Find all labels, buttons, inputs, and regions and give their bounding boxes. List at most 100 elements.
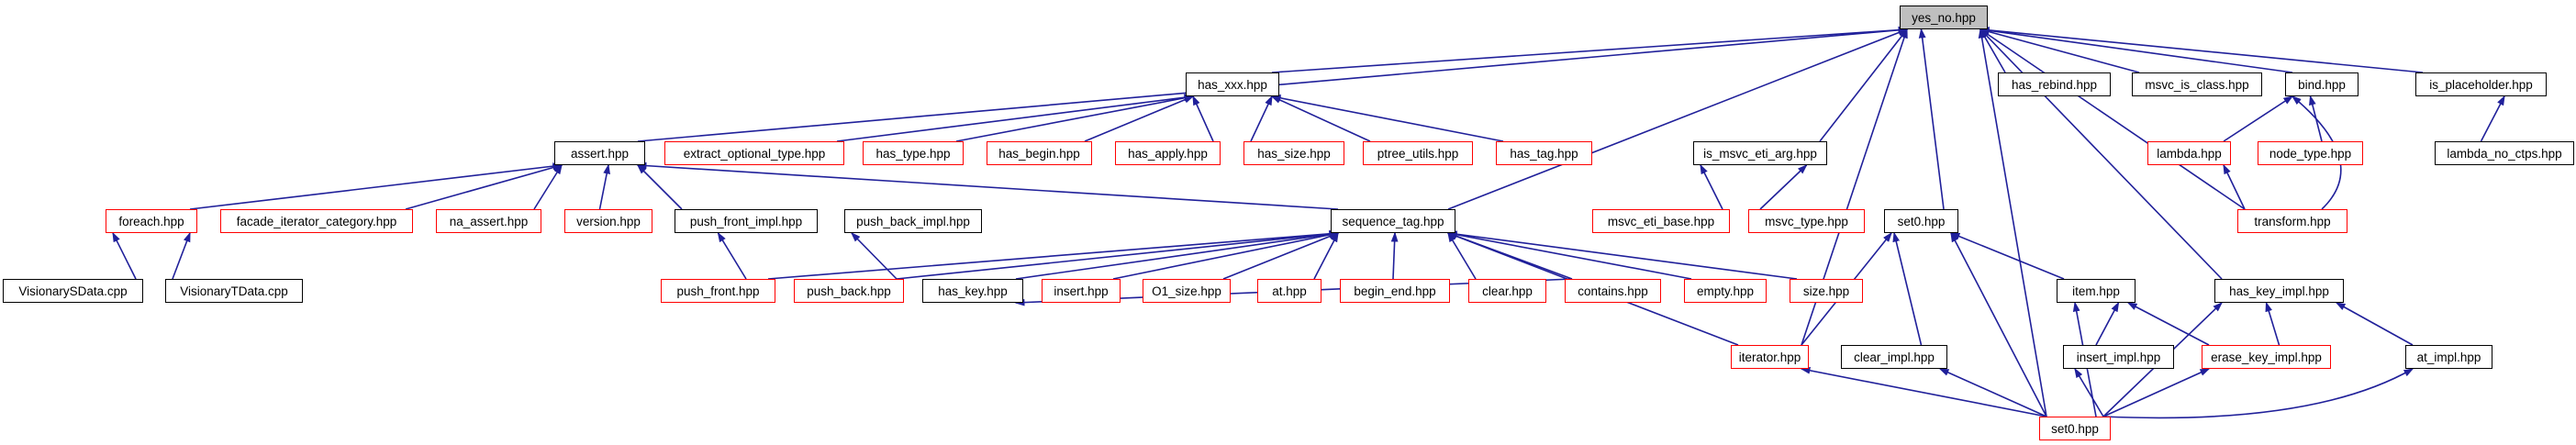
edge-push_back-to-sequence_tag <box>896 230 1340 280</box>
edge-foreach-to-assert <box>189 162 563 210</box>
edge-set0_bottom-to-at_impl <box>2102 368 2414 419</box>
edge-set0_bottom-to-iterator <box>1800 366 2047 417</box>
graph-node-lambda[interactable]: lambda.hpp <box>2147 141 2231 165</box>
edge-size-to-sequence_tag <box>1446 230 1798 280</box>
edge-clear-to-sequence_tag <box>1447 231 1477 280</box>
edge-has_key-to-sequence_tag <box>1015 230 1340 280</box>
graph-node-iterator[interactable]: iterator.hpp <box>1731 345 1809 369</box>
edge-msvc_is_class-to-yes_no <box>1979 28 2140 73</box>
graph-node-foreach[interactable]: foreach.hpp <box>106 209 197 233</box>
graph-node-bind[interactable]: bind.hpp <box>2285 72 2359 96</box>
graph-node-erase_key_impl[interactable]: erase_key_impl.hpp <box>2202 345 2331 369</box>
edge-set0_bottom-to-clear_impl <box>1938 368 2047 417</box>
graph-node-msvc_type[interactable]: msvc_type.hpp <box>1748 209 1865 233</box>
graph-node-facade_iterator_category[interactable]: facade_iterator_category.hpp <box>220 209 413 233</box>
graph-node-has_key[interactable]: has_key.hpp <box>922 279 1023 303</box>
edge-sequence_tag-to-yes_no <box>1447 28 1909 210</box>
graph-node-O1_size[interactable]: O1_size.hpp <box>1143 279 1231 303</box>
graph-node-sequence_tag[interactable]: sequence_tag.hpp <box>1331 209 1455 233</box>
graph-node-contains[interactable]: contains.hpp <box>1565 279 1661 303</box>
edge-erase_key_impl-to-has_key_impl <box>2265 301 2280 346</box>
edge-transform-to-yes_no <box>1979 28 2246 210</box>
edge-has_tag-to-has_xxx <box>1270 94 1504 142</box>
graph-node-assert[interactable]: assert.hpp <box>554 141 645 165</box>
edge-has_key_impl-to-yes_no <box>1979 28 2223 280</box>
graph-node-at[interactable]: at.hpp <box>1257 279 1321 303</box>
edge-is_placeholder-to-yes_no <box>1979 27 2424 73</box>
graph-node-at_impl[interactable]: at_impl.hpp <box>2405 345 2492 369</box>
graph-node-insert_impl[interactable]: insert_impl.hpp <box>2063 345 2174 369</box>
graph-node-clear[interactable]: clear.hpp <box>1468 279 1546 303</box>
graph-node-push_front_impl[interactable]: push_front_impl.hpp <box>675 209 818 233</box>
graph-node-begin_end[interactable]: begin_end.hpp <box>1340 279 1450 303</box>
graph-node-clear_impl[interactable]: clear_impl.hpp <box>1841 345 1947 369</box>
graph-node-has_tag[interactable]: has_tag.hpp <box>1496 141 1592 165</box>
edge-empty-to-sequence_tag <box>1446 230 1692 280</box>
edge-facade_iterator_category-to-assert <box>405 163 563 210</box>
edge-msvc_eti_base-to-is_msvc_eti_arg <box>1700 163 1723 210</box>
edge-push_front-to-sequence_tag <box>767 229 1340 280</box>
edge-has_begin-to-has_xxx <box>1084 95 1195 142</box>
graph-node-push_back_impl[interactable]: push_back_impl.hpp <box>844 209 982 233</box>
edge-item-to-set0_mid <box>1949 232 2065 280</box>
graph-node-extract_optional_type[interactable]: extract_optional_type.hpp <box>664 141 844 165</box>
graph-node-set0_bottom[interactable]: set0.hpp <box>2039 417 2111 440</box>
graph-node-version[interactable]: version.hpp <box>564 209 652 233</box>
graph-node-has_type[interactable]: has_type.hpp <box>863 141 964 165</box>
edge-at-to-sequence_tag <box>1313 231 1339 280</box>
edge-push_back-to-push_back_impl <box>850 231 898 280</box>
edge-set0_bottom-to-insert_impl <box>2074 367 2104 417</box>
edge-has_xxx-to-yes_no <box>1271 26 1909 73</box>
edge-sequence_tag-to-assert <box>636 161 1339 210</box>
edge-has_size-to-has_xxx <box>1250 95 1273 142</box>
graph-node-has_key_impl[interactable]: has_key_impl.hpp <box>2214 279 2344 303</box>
graph-node-insert[interactable]: insert.hpp <box>1042 279 1121 303</box>
edge-lambda_no_ctps-to-is_placeholder <box>2480 95 2505 142</box>
edge-transform-to-lambda <box>2223 163 2246 210</box>
graph-node-ptree_utils[interactable]: ptree_utils.hpp <box>1363 141 1473 165</box>
graph-node-transform[interactable]: transform.hpp <box>2237 209 2347 233</box>
edge-lambda-to-bind <box>2223 95 2294 142</box>
graph-node-node_type[interactable]: node_type.hpp <box>2258 141 2363 165</box>
graph-node-VisionarySData[interactable]: VisionarySData.cpp <box>3 279 143 303</box>
edge-insert-to-sequence_tag <box>1112 231 1340 280</box>
edge-insert_impl-to-item <box>2095 301 2120 346</box>
graph-node-is_placeholder[interactable]: is_placeholder.hpp <box>2415 72 2547 96</box>
graph-node-set0_mid[interactable]: set0.hpp <box>1884 209 1958 233</box>
graph-node-push_front[interactable]: push_front.hpp <box>661 279 775 303</box>
edge-na_assert-to-assert <box>533 163 563 210</box>
edge-extract_optional_type-to-has_xxx <box>836 94 1195 142</box>
graph-node-has_apply[interactable]: has_apply.hpp <box>1115 141 1221 165</box>
edge-VisionarySData-to-foreach <box>112 231 137 280</box>
edge-at_impl-to-has_key_impl <box>2335 302 2414 346</box>
graph-node-is_msvc_eti_arg[interactable]: is_msvc_eti_arg.hpp <box>1693 141 1827 165</box>
edge-clear_impl-to-set0_mid <box>1892 231 1923 346</box>
graph-node-has_begin[interactable]: has_begin.hpp <box>987 141 1092 165</box>
edge-set0_bottom-to-erase_key_impl <box>2102 368 2211 417</box>
graph-node-na_assert[interactable]: na_assert.hpp <box>436 209 541 233</box>
graph-node-size[interactable]: size.hpp <box>1790 279 1863 303</box>
graph-node-item[interactable]: item.hpp <box>2057 279 2136 303</box>
graph-node-msvc_eti_base[interactable]: msvc_eti_base.hpp <box>1592 209 1730 233</box>
edge-begin_end-to-sequence_tag <box>1390 231 1399 280</box>
graph-node-lambda_no_ctps[interactable]: lambda_no_ctps.hpp <box>2435 141 2574 165</box>
edge-erase_key_impl-to-item <box>2126 302 2210 346</box>
graph-node-push_back[interactable]: push_back.hpp <box>794 279 904 303</box>
edge-msvc_type-to-is_msvc_eti_arg <box>1759 163 1808 210</box>
graph-node-has_xxx[interactable]: has_xxx.hpp <box>1186 72 1279 96</box>
graph-node-has_size[interactable]: has_size.hpp <box>1243 141 1344 165</box>
edge-has_type-to-has_xxx <box>955 94 1195 142</box>
edge-version-to-assert <box>598 163 610 210</box>
edge-has_apply-to-has_xxx <box>1192 95 1214 142</box>
graph-node-empty[interactable]: empty.hpp <box>1684 279 1767 303</box>
graph-node-VisionaryTData[interactable]: VisionaryTData.cpp <box>165 279 303 303</box>
graph-node-yes_no[interactable]: yes_no.hpp <box>1900 6 1988 29</box>
edge-push_front_impl-to-assert <box>636 163 683 210</box>
edge-VisionaryTData-to-foreach <box>172 231 191 280</box>
edge-set0_mid-to-yes_no <box>1918 28 1945 210</box>
graph-node-has_rebind[interactable]: has_rebind.hpp <box>1998 72 2111 96</box>
graph-node-msvc_is_class[interactable]: msvc_is_class.hpp <box>2132 72 2262 96</box>
edge-ptree_utils-to-has_xxx <box>1270 95 1371 142</box>
